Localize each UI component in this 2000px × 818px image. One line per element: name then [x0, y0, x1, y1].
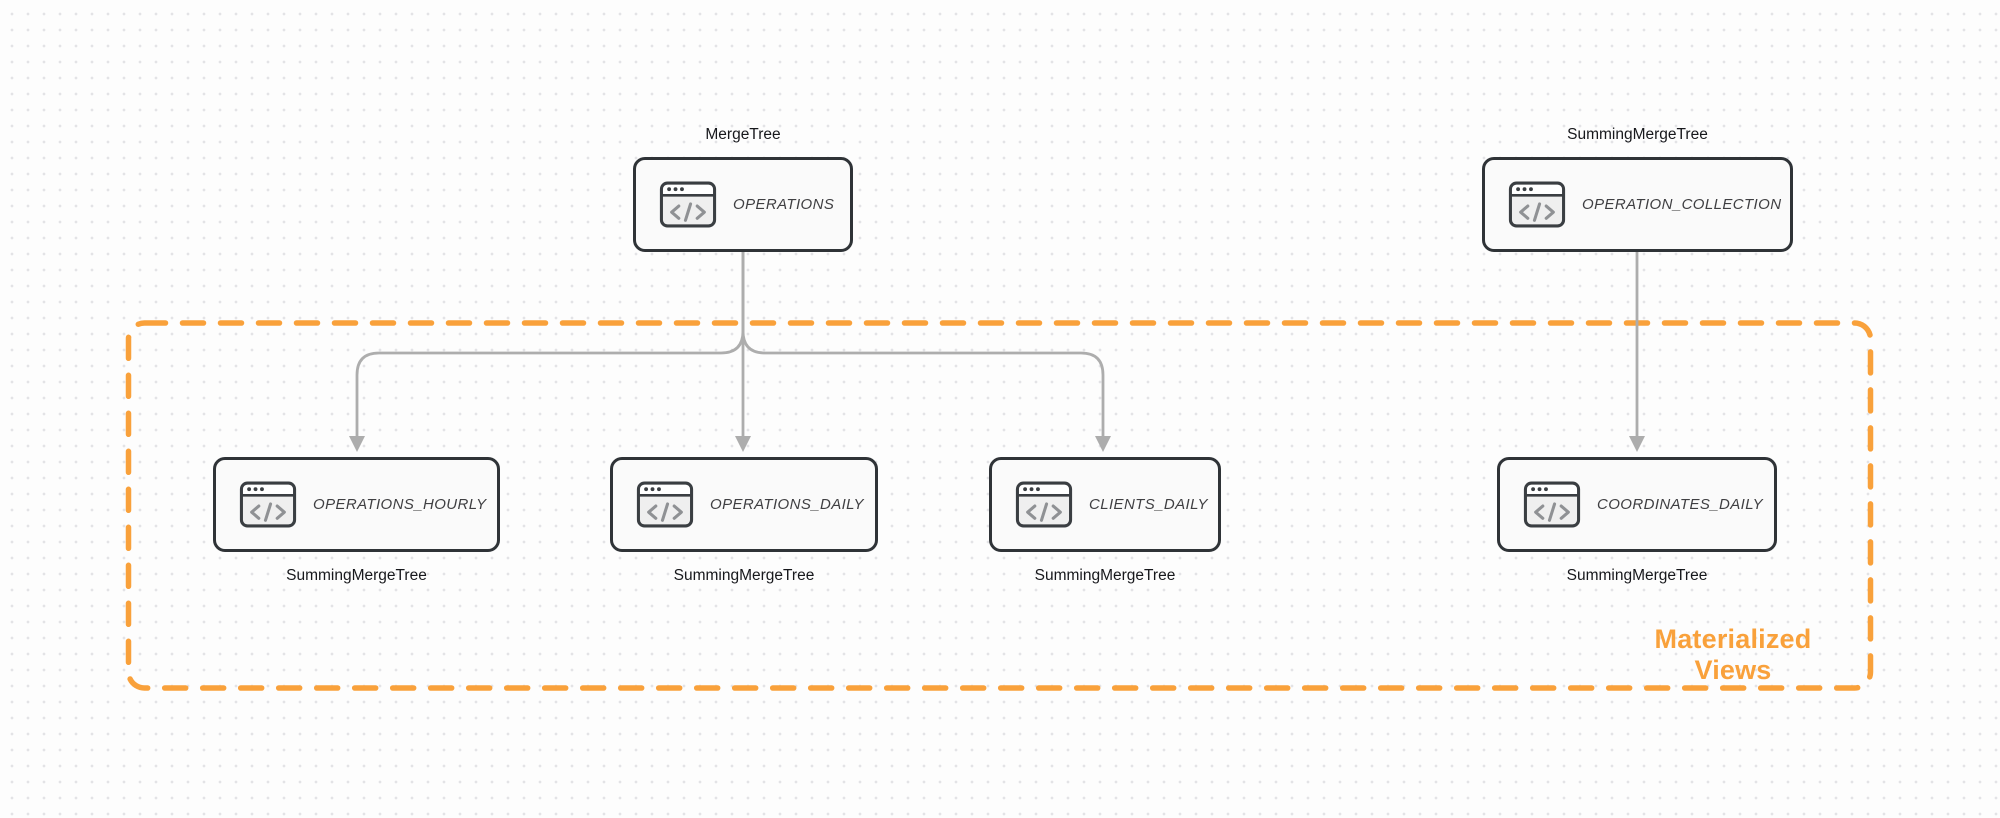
- engine-label-clients-daily: SummingMergeTree: [1034, 567, 1176, 584]
- code-window-icon: [1015, 481, 1073, 528]
- node-operation-collection[interactable]: SummingMergeTree OPERATION_COLLECTION: [1482, 126, 1793, 252]
- engine-label-operations-hourly: SummingMergeTree: [286, 567, 427, 584]
- node-name: OPERATIONS_HOURLY: [313, 496, 487, 513]
- arrowhead-coordinates-daily: [1629, 436, 1645, 452]
- engine-label-coordinates-daily: SummingMergeTree: [1566, 567, 1708, 584]
- node-name: OPERATIONS_DAILY: [710, 496, 864, 513]
- node-operations[interactable]: MergeTree OPERATIONS: [633, 126, 853, 252]
- materialized-views-group-label: Materialized Views: [1654, 624, 1812, 685]
- engine-label-operations: MergeTree: [705, 126, 781, 143]
- node-name: COORDINATES_DAILY: [1597, 496, 1764, 513]
- node-clients-daily[interactable]: SummingMergeTree CLIENTS_DAILY: [989, 457, 1221, 584]
- engine-label-operations-daily: SummingMergeTree: [673, 567, 815, 584]
- code-window-icon: [239, 481, 297, 528]
- edge-operations-to-clients-daily: [741, 252, 1105, 436]
- node-operations-daily[interactable]: SummingMergeTree OPERATIONS_DAILY: [610, 457, 878, 584]
- engine-label-operation-collection: SummingMergeTree: [1567, 126, 1708, 143]
- node-coordinates-daily[interactable]: SummingMergeTree COORDINATES_DAILY: [1497, 457, 1777, 584]
- code-window-icon: [636, 481, 694, 528]
- code-window-icon: [1523, 481, 1581, 528]
- arrowhead-operations-hourly: [349, 436, 365, 452]
- edge-operations-to-operations-hourly: [355, 252, 745, 436]
- code-window-icon: [659, 181, 717, 228]
- node-name: OPERATION_COLLECTION: [1582, 196, 1782, 213]
- node-operations-hourly[interactable]: SummingMergeTree OPERATIONS_HOURLY: [213, 457, 500, 584]
- code-window-icon: [1508, 181, 1566, 228]
- arrowhead-operations-daily: [735, 436, 751, 452]
- node-name: OPERATIONS: [733, 196, 835, 213]
- arrowhead-clients-daily: [1095, 436, 1111, 452]
- node-name: CLIENTS_DAILY: [1089, 496, 1208, 513]
